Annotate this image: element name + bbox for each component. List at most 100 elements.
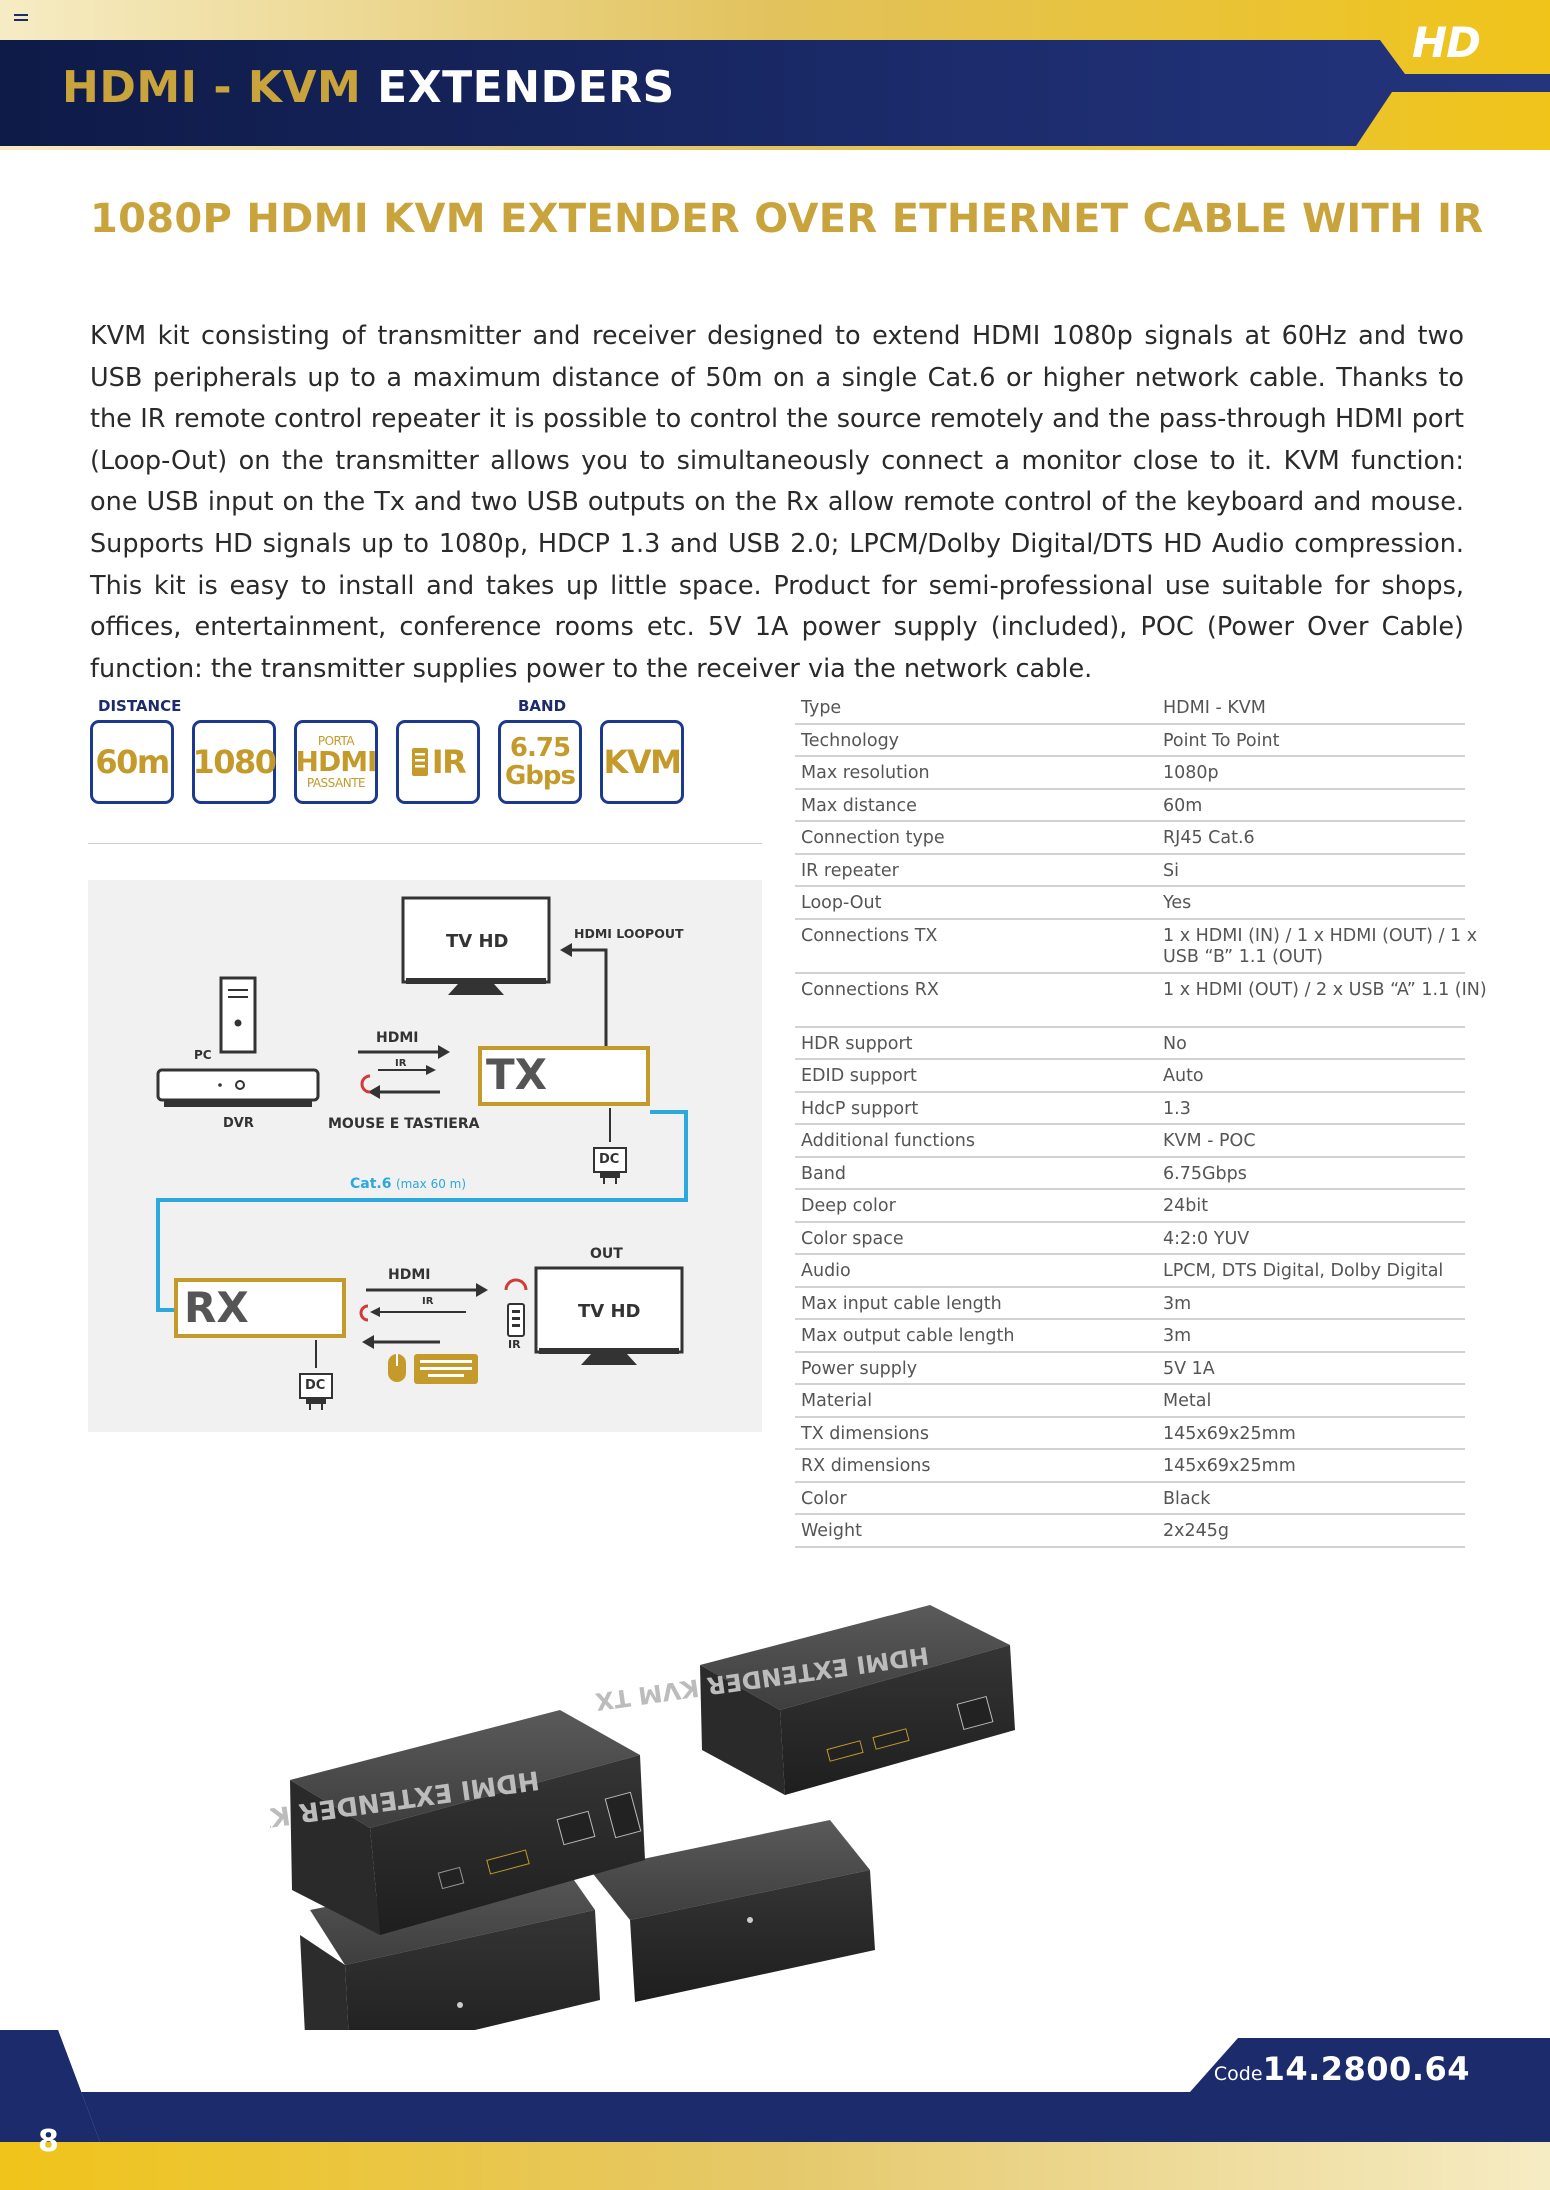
spec-row: Max output cable length 3m bbox=[795, 1320, 1465, 1353]
spec-key: EDID support bbox=[801, 1066, 917, 1086]
ir-remote-label: IR bbox=[508, 1338, 521, 1351]
spec-value: Si bbox=[1163, 860, 1179, 881]
spec-row: Connections TX 1 x HDMI (IN) / 1 x HDMI (… bbox=[795, 920, 1477, 974]
ir-badge: IR bbox=[396, 720, 480, 804]
spec-key: Power supply bbox=[801, 1358, 918, 1379]
spec-key: Deep color bbox=[801, 1196, 896, 1216]
spec-key: Band bbox=[801, 1163, 846, 1184]
page-footer: 8 bbox=[0, 2030, 1550, 2190]
passante-label: PASSANTE bbox=[306, 776, 366, 790]
spec-value: 60m bbox=[1163, 795, 1203, 816]
distance-label: DISTANCE bbox=[98, 697, 182, 715]
spec-value: 1080p bbox=[1163, 763, 1219, 783]
product-description: KVM kit consisting of transmitter and re… bbox=[90, 321, 1464, 684]
spec-key: Max input cable length bbox=[801, 1293, 1002, 1314]
hdmi-rx-label: HDMI bbox=[388, 1267, 431, 1283]
hdmi-arrow-rx bbox=[359, 1283, 488, 1349]
spec-value: 145x69x25mm bbox=[1163, 1423, 1296, 1444]
spec-value: 145x69x25mm bbox=[1163, 1456, 1296, 1476]
spec-key: TX dimensions bbox=[801, 1423, 930, 1444]
spec-value: RJ45 Cat.6 bbox=[1163, 828, 1255, 848]
spec-row: Band 6.75Gbps bbox=[795, 1158, 1465, 1190]
spec-row: Connection type RJ45 Cat.6 bbox=[795, 822, 1465, 855]
spec-row: RX dimensions 145x69x25mm bbox=[795, 1450, 1465, 1483]
spec-key: RX dimensions bbox=[801, 1456, 931, 1476]
spec-value: 5V 1A bbox=[1163, 1358, 1215, 1379]
pc-label: PC bbox=[194, 1048, 212, 1062]
spec-row: TX dimensions 145x69x25mm bbox=[795, 1418, 1465, 1450]
tx-box bbox=[478, 1046, 650, 1106]
tx-label: TX bbox=[486, 1050, 548, 1099]
code-value: 14.2800.64 bbox=[1262, 2050, 1470, 2088]
hdmi-label: HDMI bbox=[295, 745, 378, 778]
menu-icon[interactable] bbox=[14, 14, 28, 26]
connection-diagram: TV HD HDMI LOOPOUT PC DVR HDMI IR TX MOU… bbox=[88, 880, 762, 1432]
section-title: HDMI - KVM EXTENDERS bbox=[62, 62, 675, 113]
spec-key: Type bbox=[801, 698, 842, 718]
spec-value: 4:2:0 YUV bbox=[1163, 1228, 1250, 1249]
spec-key: Connection type bbox=[801, 828, 945, 848]
porta-label: PORTA bbox=[317, 734, 355, 748]
spec-key: Max output cable length bbox=[801, 1326, 1015, 1346]
spec-value: Point To Point bbox=[1163, 730, 1280, 751]
spec-value: Yes bbox=[1163, 893, 1192, 913]
page-header: HDMI - KVM EXTENDERS HD bbox=[0, 0, 1550, 150]
spec-key: Connections TX bbox=[801, 925, 938, 946]
spec-key: Connections RX bbox=[801, 979, 939, 1000]
pc-icon bbox=[219, 976, 257, 1054]
dc-tx-label: DC bbox=[599, 1152, 620, 1167]
hd-badge: HD bbox=[1412, 18, 1481, 67]
spec-row: Additional functions KVM - POC bbox=[795, 1125, 1465, 1158]
spec-value: 3m bbox=[1163, 1326, 1192, 1346]
resolution-value: 1080 bbox=[192, 743, 277, 781]
tv-top-icon bbox=[401, 896, 551, 995]
tv-bottom-label: TV HD bbox=[578, 1301, 641, 1322]
kvm-value: KVM bbox=[603, 743, 682, 781]
hdmi-arrow-tx bbox=[358, 1045, 450, 1099]
spec-row: Technology Point To Point bbox=[795, 725, 1465, 757]
code-label: Code bbox=[1213, 2063, 1263, 2085]
hdmi-tx-label: HDMI bbox=[376, 1030, 419, 1046]
section-title-gold: HDMI - KVM bbox=[62, 62, 362, 113]
hdmi-passthrough-badge: PORTA HDMI PASSANTE bbox=[294, 720, 378, 804]
spec-value: KVM - POC bbox=[1163, 1131, 1256, 1151]
hdmi-loopout-label: HDMI LOOPOUT bbox=[574, 926, 684, 941]
spec-row: Max resolution 1080p bbox=[795, 757, 1465, 790]
dc-rx-label: DC bbox=[305, 1378, 326, 1393]
spec-key: Max distance bbox=[801, 795, 917, 816]
rx-box bbox=[174, 1278, 346, 1338]
distance-badge: 60m bbox=[90, 720, 174, 804]
spec-value: 6.75Gbps bbox=[1163, 1163, 1247, 1184]
spec-key: Technology bbox=[801, 730, 900, 751]
distance-value: 60m bbox=[95, 743, 170, 781]
band-unit: Gbps bbox=[504, 761, 576, 791]
spec-key: HDR support bbox=[801, 1033, 913, 1054]
spec-key: Additional functions bbox=[801, 1131, 976, 1151]
ir-remote-icon bbox=[504, 1278, 528, 1337]
tx-unit-top: HDMI EXTENDER KVM TX bbox=[593, 1605, 1015, 1795]
spec-key: Color space bbox=[801, 1228, 904, 1249]
spec-value: LPCM, DTS Digital, Dolby Digital bbox=[1163, 1261, 1444, 1281]
spec-key: Loop-Out bbox=[801, 893, 882, 913]
spec-key: Weight bbox=[801, 1521, 862, 1541]
band-label: BAND bbox=[518, 697, 567, 715]
spec-key: Max resolution bbox=[801, 763, 930, 783]
dc-plug-icon bbox=[593, 1108, 627, 1184]
spec-value: Auto bbox=[1163, 1066, 1204, 1086]
product-title: 1080P HDMI KVM EXTENDER OVER ETHERNET CA… bbox=[90, 196, 1484, 242]
ir-rx-label: IR bbox=[422, 1296, 434, 1307]
divider bbox=[88, 843, 762, 844]
cat6-name: Cat.6 bbox=[350, 1176, 392, 1192]
product-code: Code14.2800.64 bbox=[1214, 2050, 1470, 2088]
spec-value: Metal bbox=[1163, 1391, 1212, 1411]
spec-value: 1 x HDMI (IN) / 1 x HDMI (OUT) / 1 x USB… bbox=[1163, 925, 1478, 967]
product-photo: HDMI EXTENDER KVM RX HDMI EXTENDER KVM T… bbox=[174, 1570, 1170, 2090]
mouse-keyboard-icon bbox=[388, 1354, 478, 1384]
